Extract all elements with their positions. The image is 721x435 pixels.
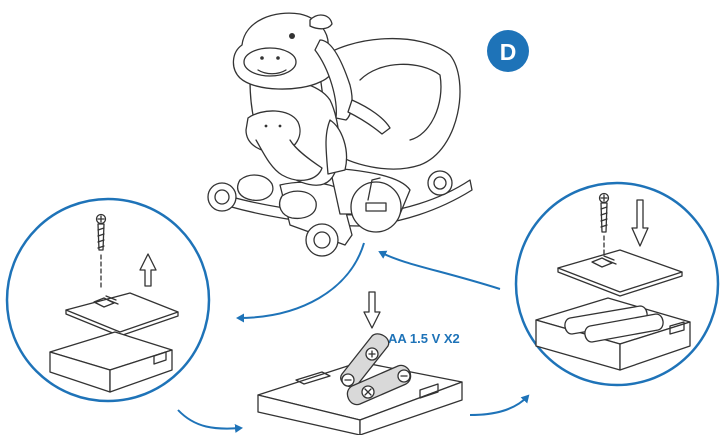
wheel-icon [208,183,236,211]
close-cover-circle [516,183,718,385]
wheel-icon [306,224,338,256]
battery-label: AA 1.5 V X2 [388,331,460,346]
step-letter: D [500,39,517,65]
rocking-toy-illustration [208,13,472,256]
flow-arrow-icon [178,410,241,429]
flow-arrow-icon [238,243,364,318]
flow-arrow-icon [470,396,528,415]
remove-cover-circle [7,199,209,401]
flow-arrow-icon [380,252,500,289]
step-badge: D [487,30,529,72]
insert-batteries-illustration: AA 1.5 V X2 [258,292,462,435]
down-arrow-icon [364,292,380,328]
wheel-icon [428,171,452,195]
